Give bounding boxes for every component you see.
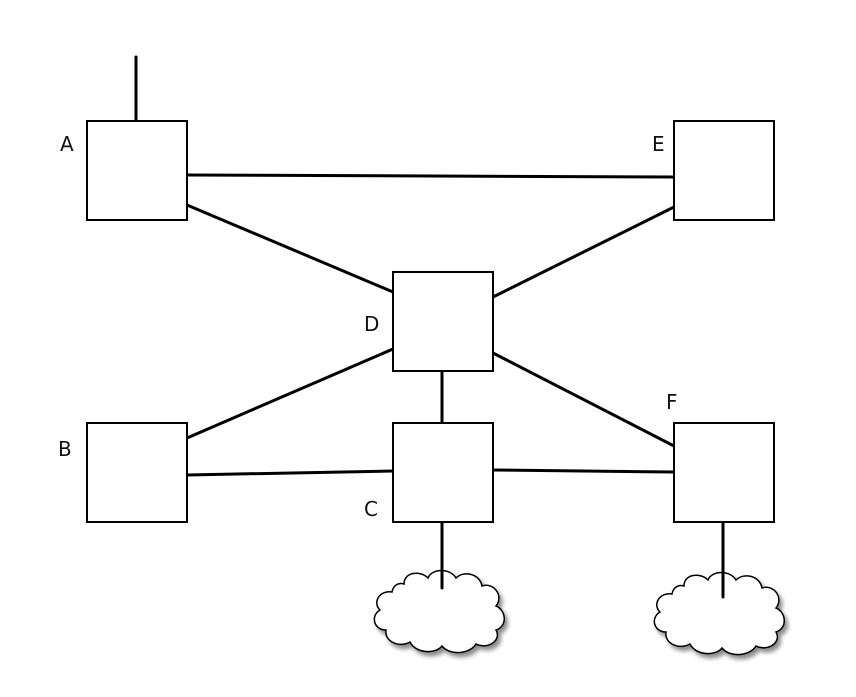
link-a-d [185, 203, 395, 294]
node-f-label: F [666, 390, 678, 414]
link-d-b [185, 347, 395, 440]
node-a-label: A [60, 132, 74, 156]
link-c-f [491, 468, 676, 474]
cloud-icon [373, 569, 505, 654]
node-e-label: E [652, 132, 665, 156]
node-c-box [392, 422, 494, 523]
link-b-c [185, 469, 395, 477]
node-b-label: B [58, 437, 72, 461]
link-a-e [185, 173, 676, 179]
cloud-icon [653, 571, 785, 656]
link-d-f [491, 351, 676, 448]
node-d-box [392, 271, 494, 372]
node-d-label: D [364, 312, 379, 336]
node-e-box [673, 120, 775, 221]
node-a-box [86, 120, 188, 221]
link-e-d [491, 205, 676, 299]
node-f-box [673, 422, 775, 523]
node-c-label: C [364, 497, 378, 521]
node-b-box [86, 422, 188, 523]
